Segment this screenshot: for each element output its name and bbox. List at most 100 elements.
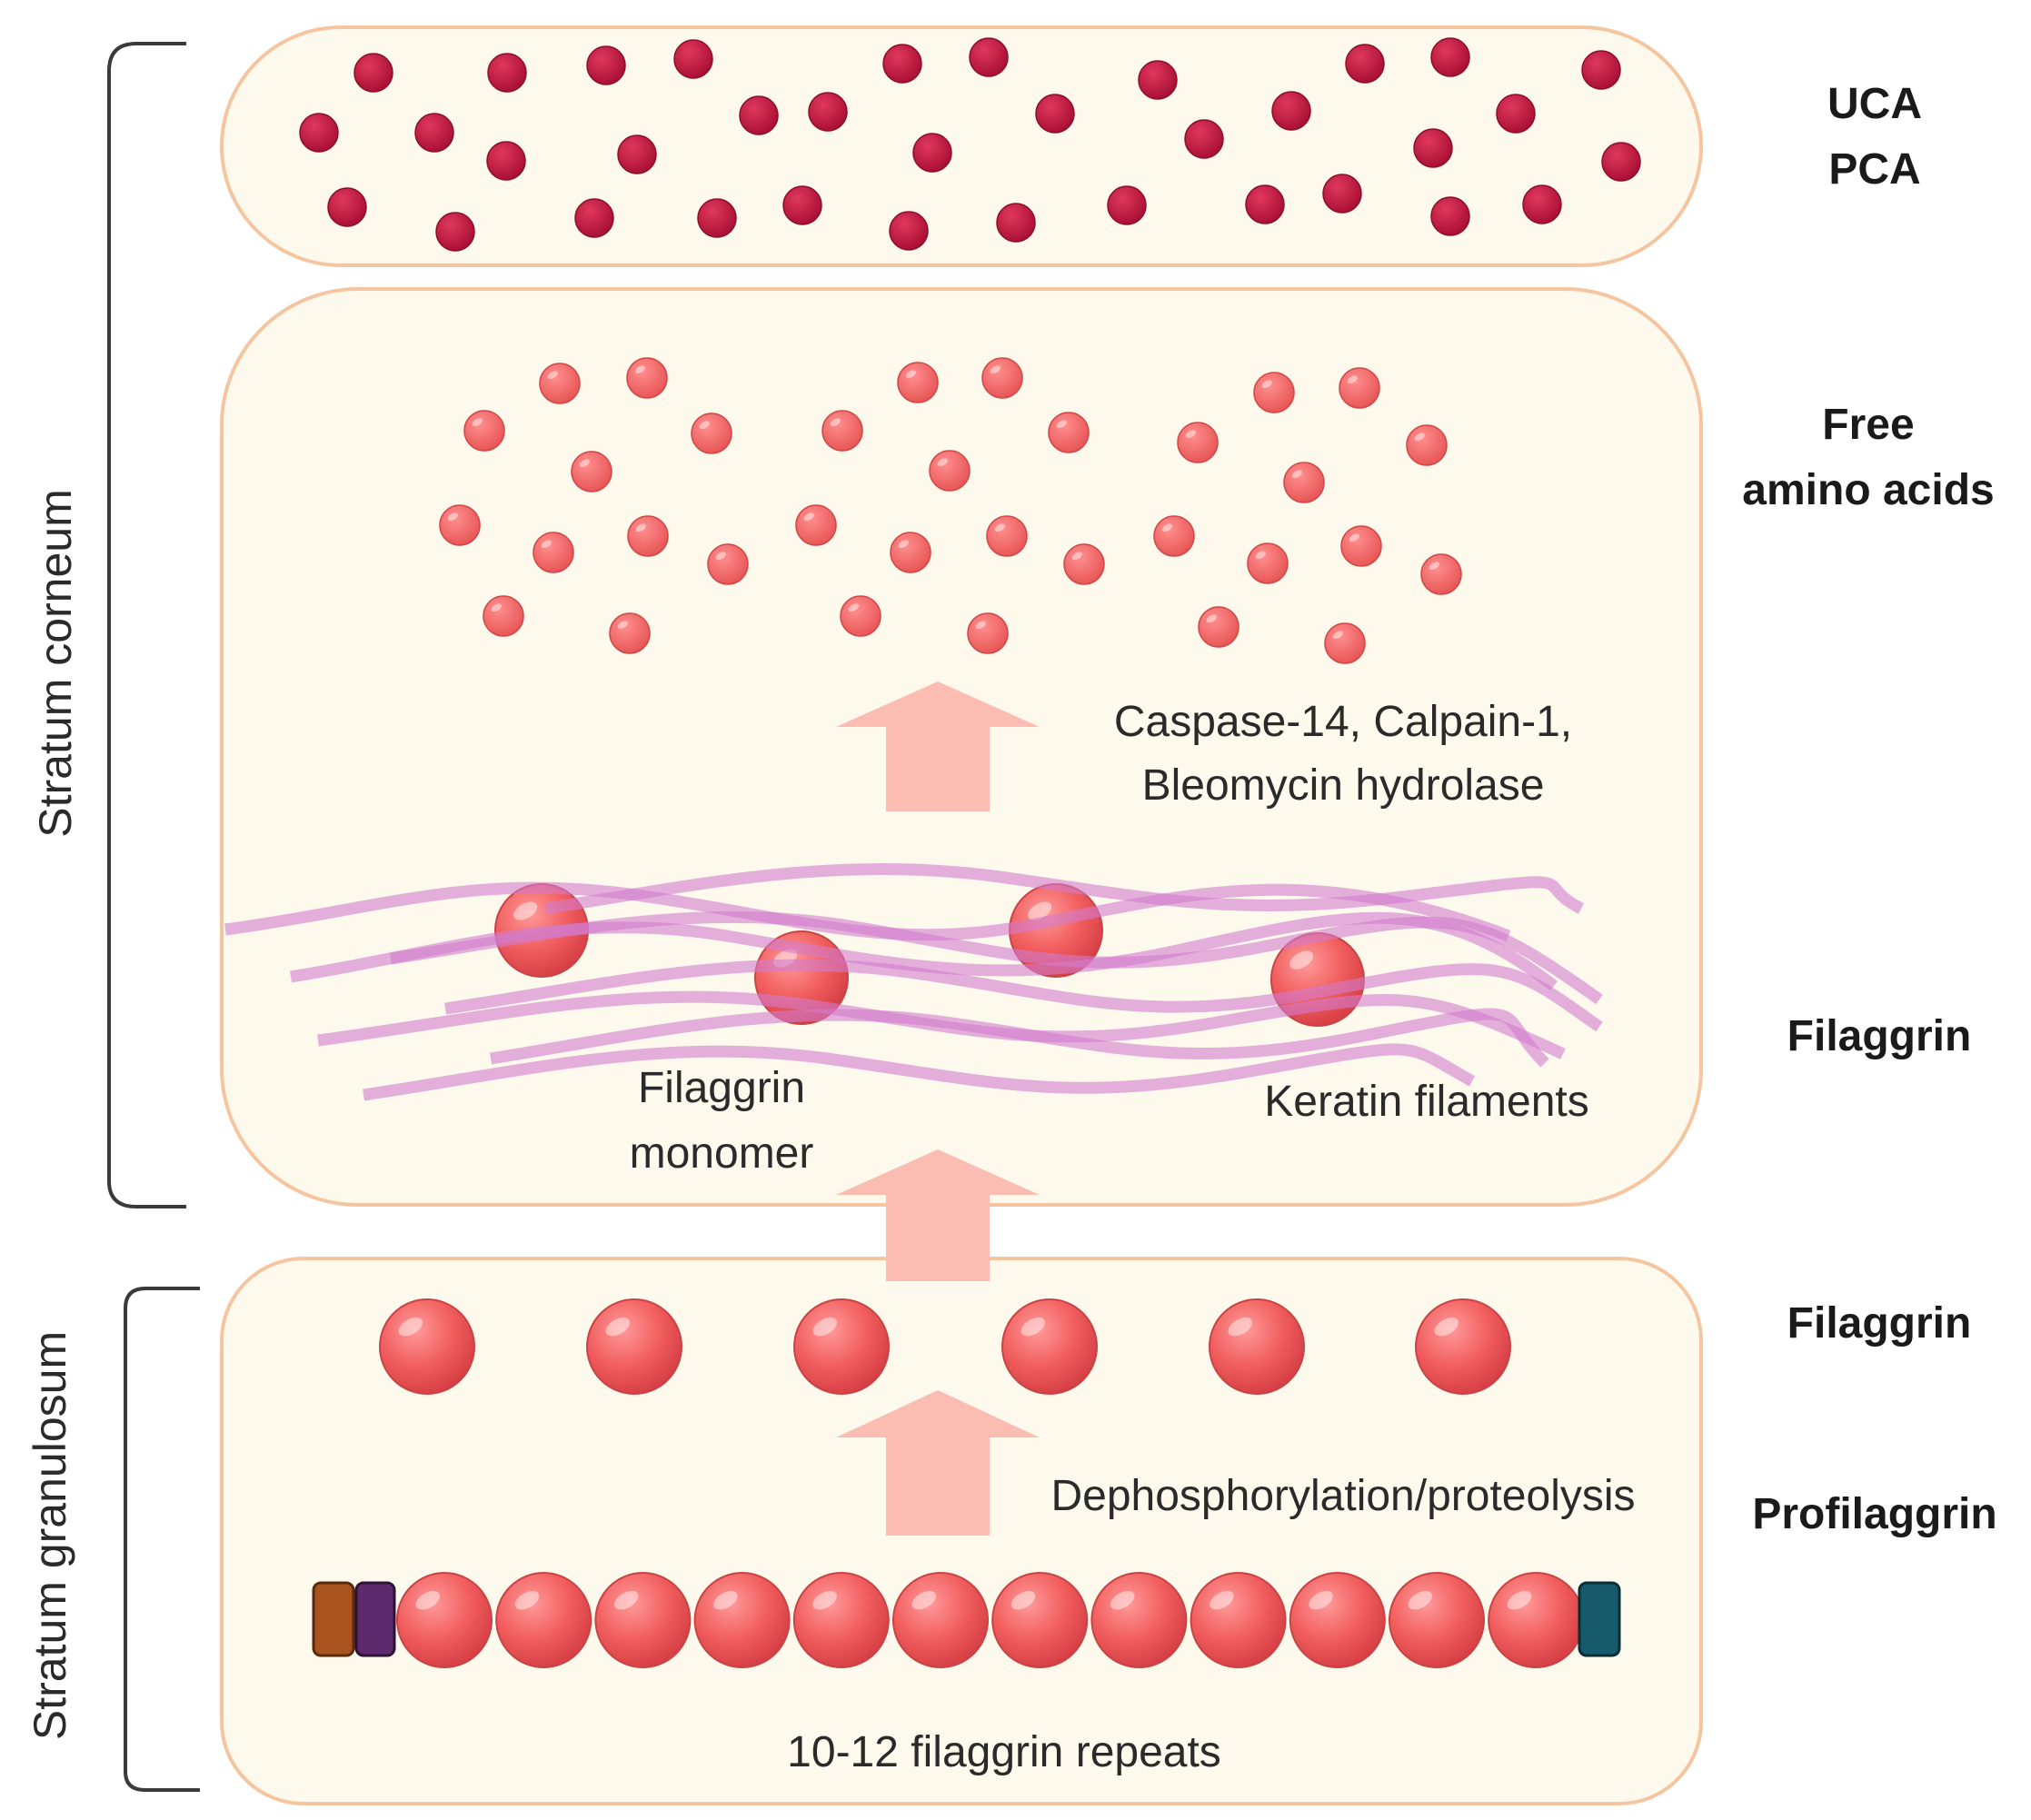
keratin-filament (543, 862, 1584, 915)
ball-highlight (635, 523, 646, 532)
ball-highlight (1071, 552, 1082, 561)
ball-highlight (1507, 1590, 1532, 1610)
ball-highlight (472, 418, 483, 427)
uca-pca-molecule (487, 53, 527, 93)
pca-label: PCA (1828, 145, 1920, 194)
free-amino-acid-molecule (821, 410, 863, 452)
free-amino-acid-molecule (795, 504, 837, 546)
free-amino-acids-label-line2: amino acids (1742, 466, 1994, 514)
ball-highlight (1434, 1317, 1459, 1337)
ball-highlight (579, 459, 590, 468)
ball-highlight (513, 901, 538, 920)
uca-pca-molecule (1430, 37, 1470, 77)
ball-highlight (1110, 1590, 1135, 1610)
ball-highlight (415, 1590, 441, 1610)
profilaggrin-repeat (594, 1572, 692, 1668)
free-amino-acid-molecule (1177, 422, 1219, 463)
free-amino-acid-molecule (1283, 462, 1325, 503)
uca-pca-molecule (673, 39, 713, 79)
uca-pca-molecule (414, 113, 454, 153)
ball-highlight (547, 371, 558, 380)
uca-pca-molecule (299, 113, 339, 153)
ball-highlight (1309, 1590, 1333, 1610)
filaggrin-monomer-label-line2: monomer (630, 1129, 814, 1178)
keratin-filaments-label: Keratin filaments (1264, 1078, 1589, 1126)
free-amino-acid-molecule (1048, 412, 1090, 453)
ball-highlight (1011, 1590, 1036, 1610)
filaggrin-ball (1415, 1298, 1511, 1395)
free-amino-acid-molecule (840, 595, 881, 637)
ball-highlight (994, 523, 1005, 532)
profilaggrin-repeat (991, 1572, 1089, 1668)
filaggrin-ball (1001, 1298, 1098, 1395)
filaggrin-ball (379, 1298, 475, 1395)
ball-highlight (1347, 375, 1358, 384)
ball-highlight (975, 621, 986, 630)
free-amino-acid-molecule (1340, 525, 1382, 567)
ball-highlight (491, 603, 502, 612)
uca-pca-molecules (299, 37, 1641, 252)
free-amino-acid-molecule (1339, 367, 1380, 409)
profilaggrin-label: Profilaggrin (1752, 1490, 1996, 1538)
ball-highlight (713, 1590, 738, 1610)
ball-highlight (803, 512, 814, 522)
uca-pca-molecule (882, 44, 922, 84)
filaggrin-ball (793, 1298, 890, 1395)
ball-highlight (1056, 420, 1067, 429)
uca-pca-molecule (1413, 128, 1453, 168)
uca-pca-molecule (1430, 196, 1470, 236)
uca-pca-molecule (353, 53, 393, 93)
ball-highlight (1161, 523, 1172, 532)
profilaggrin-n-terminal-cap-orange (312, 1581, 355, 1657)
free-amino-acid-molecule (626, 357, 668, 399)
uca-pca-molecule (327, 187, 367, 227)
free-amino-acid-molecule (691, 413, 732, 454)
enzyme-cleavage-arrow (836, 681, 1040, 811)
ball-highlight (1289, 950, 1314, 970)
profilaggrin-c-terminal-cap-teal (1578, 1581, 1621, 1657)
uca-pca-molecule (996, 203, 1036, 243)
ball-highlight (447, 512, 458, 522)
enzymes-label-line1: Caspase-14, Calpain-1, (1114, 698, 1572, 746)
ball-highlight (812, 1317, 838, 1337)
ball-highlight (1185, 430, 1196, 439)
ball-highlight (1255, 551, 1266, 560)
uca-pca-molecule (1107, 185, 1147, 225)
ball-highlight (911, 1590, 937, 1610)
keratin-filaments (224, 862, 1603, 1101)
profilaggrin-repeat (1488, 1572, 1585, 1668)
enzymes-label-line2: Bleomycin hydrolase (1142, 761, 1545, 810)
uca-pca-molecule (1035, 94, 1075, 134)
uca-pca-molecule (1581, 50, 1621, 90)
free-amino-acid-molecule (1247, 542, 1289, 584)
ball-highlight (898, 540, 909, 549)
stratum-granulosum-label: Stratum granulosum (25, 1331, 75, 1740)
filaggrin-ball (586, 1298, 682, 1395)
keratin-filament (489, 1008, 1549, 1068)
uca-pca-molecule (1184, 119, 1224, 159)
uca-pca-molecule (617, 134, 657, 174)
free-amino-acid-molecule (1153, 515, 1195, 557)
uca-pca-molecule (808, 92, 848, 132)
uca-pca-molecule (1245, 184, 1285, 224)
profilaggrin-repeat (792, 1572, 890, 1668)
uca-pca-molecule (435, 212, 475, 252)
stratum-corneum-bracket (107, 42, 186, 1208)
free-amino-acid-molecule (986, 515, 1028, 557)
free-amino-acid-molecule (533, 532, 574, 573)
free-amino-acid-molecule (1420, 553, 1462, 595)
uca-pca-molecule (1522, 184, 1562, 224)
free-amino-acid-molecule (1406, 424, 1448, 466)
uca-pca-molecule (574, 198, 614, 238)
profilaggrin-repeat (892, 1572, 989, 1668)
ball-highlight (1349, 533, 1359, 542)
free-amino-acid-molecule (897, 362, 939, 403)
free-amino-acid-molecule (707, 543, 749, 585)
free-amino-acid-molecule (539, 363, 581, 404)
free-amino-acid-molecule (1324, 622, 1366, 664)
profilaggrin-n-terminal-cap-purple (354, 1581, 396, 1657)
ball-highlight (1408, 1590, 1433, 1610)
ball-highlight (1028, 901, 1052, 920)
ball-highlight (1291, 470, 1302, 479)
uca-pca-molecule (969, 37, 1009, 77)
